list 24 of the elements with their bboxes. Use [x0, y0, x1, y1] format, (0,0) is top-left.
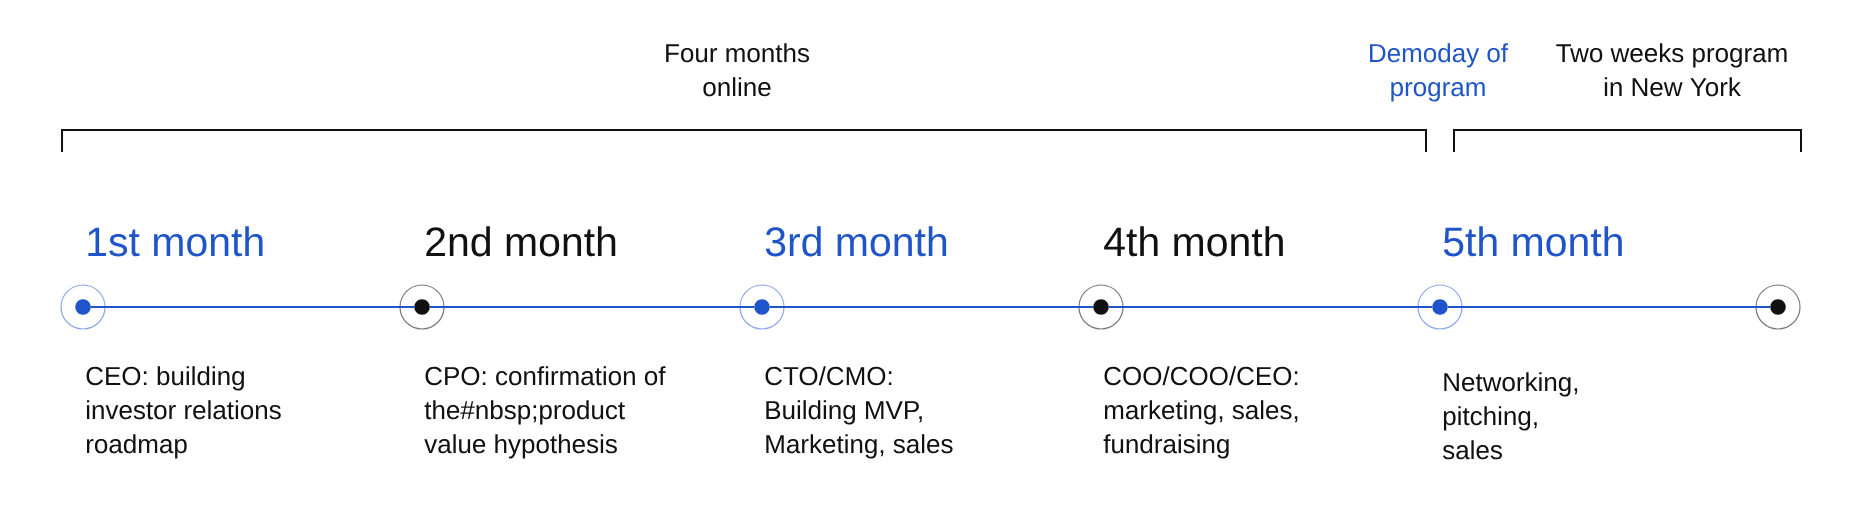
description-text: CTO/CMO: Building MVP, Marketing, sales: [765, 366, 953, 459]
timeline-marker: [739, 284, 785, 330]
timeline-line: [1446, 306, 1772, 308]
month-heading: 4th month: [1104, 226, 1283, 257]
timeline-line: [768, 306, 1095, 308]
description-text: Networking, pitching, sales: [1442, 372, 1578, 460]
timeline-marker: [399, 284, 445, 330]
timeline-marker: [1417, 284, 1463, 330]
timeline-line: [89, 306, 416, 308]
timeline-marker: [1078, 284, 1124, 330]
description-text: COO/COO/CEO: marketing, sales, fundraising: [1103, 366, 1298, 459]
month-heading: 1st month: [88, 226, 263, 257]
description-text: CPO: confirmation of the#nbsp;product value hypothesis: [424, 366, 666, 459]
month-heading: 3rd month: [765, 226, 947, 257]
period-label: Demoday of program: [1370, 43, 1509, 102]
description-text: CEO: building investor relations roadmap: [86, 366, 281, 459]
timeline-marker: [60, 284, 106, 330]
timeline-line: [428, 306, 756, 308]
period-label: Four months online: [666, 43, 809, 97]
timeline-line: [1107, 306, 1434, 308]
period-label: Two weeks program in New York: [1556, 43, 1787, 97]
month-heading: 2nd month: [426, 226, 616, 257]
timeline-marker: [1755, 284, 1801, 330]
month-heading: 5th month: [1443, 226, 1622, 257]
